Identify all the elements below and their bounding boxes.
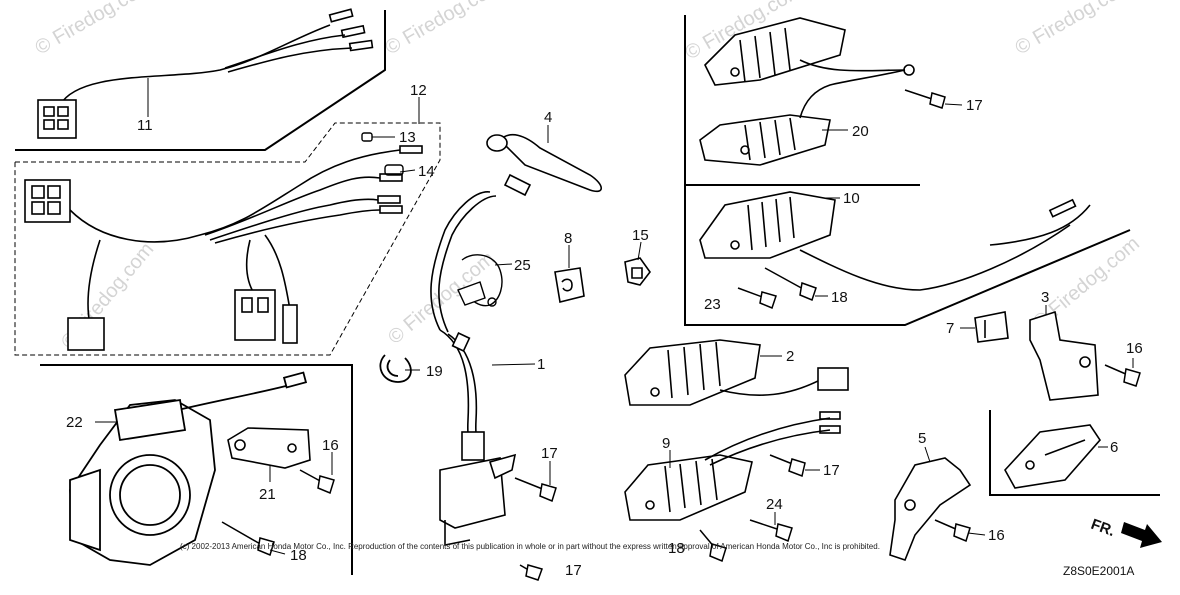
copyright-notice: (c) 2002-2013 American Honda Motor Co., … (180, 542, 880, 551)
callout-8: 8 (564, 230, 572, 247)
watermark: © Firedog.com (1012, 0, 1137, 59)
callout-9: 9 (662, 435, 670, 452)
kit-12-dashed-box (14, 122, 441, 356)
callout-23: 23 (704, 296, 721, 313)
plug-cap-4 (430, 133, 603, 333)
watermark: © Firedog.com (382, 0, 507, 59)
callout-2: 2 (786, 348, 794, 365)
bracket-21 (227, 427, 311, 469)
callout-7: 7 (946, 320, 954, 337)
arrow-icon (1121, 522, 1162, 548)
callout-24: 24 (766, 496, 783, 513)
clamp-19 (379, 354, 412, 383)
bolt-group (221, 89, 1141, 581)
callout-17-top: 17 (966, 97, 983, 114)
front-direction-arrow: FR. (1089, 516, 1162, 548)
ignition-coil-1 (439, 329, 517, 546)
stator-22 (69, 371, 308, 566)
callout-6: 6 (1110, 439, 1118, 456)
callout-18-bottom: 18 (668, 540, 685, 557)
callout-17-bottom: 17 (565, 562, 582, 579)
sleeves-13-14 (361, 132, 404, 176)
harness-11 (37, 8, 374, 139)
callout-18-stator: 18 (290, 547, 307, 564)
coil-9 (624, 411, 841, 521)
coil-2 (624, 339, 849, 406)
front-label: FR. (1089, 516, 1118, 540)
callout-22: 22 (66, 414, 83, 431)
callout-15: 15 (632, 227, 649, 244)
grommet-7 (974, 311, 1009, 343)
callout-19: 19 (426, 363, 443, 380)
callout-5: 5 (918, 430, 926, 447)
diagram-code: Z8S0E2001A (1063, 564, 1134, 578)
callout-25: 25 (514, 257, 531, 274)
section-boundaries (15, 10, 1160, 575)
callout-3: 3 (1041, 289, 1049, 306)
callout-16-bracket: 16 (322, 437, 339, 454)
harness-12 (24, 145, 423, 351)
plate-6 (1004, 424, 1102, 489)
bracket-3 (1029, 310, 1099, 401)
clip-15 (624, 257, 651, 286)
callout-4: 4 (544, 109, 552, 126)
callout-10: 10 (843, 190, 860, 207)
callout-17-coil: 17 (541, 445, 558, 462)
callout-21: 21 (259, 486, 276, 503)
callout-16-bottom: 16 (988, 527, 1005, 544)
callout-1: 1 (537, 356, 545, 373)
callout-17-mid: 17 (823, 462, 840, 479)
callout-12: 12 (410, 82, 427, 99)
callout-13: 13 (399, 129, 416, 146)
callout-16-right: 16 (1126, 340, 1143, 357)
callout-18-mid: 18 (831, 289, 848, 306)
watermark: © Firedog.com (32, 0, 157, 59)
leader-lines (95, 78, 1134, 555)
coil-10 (699, 191, 1091, 291)
callout-numbers: 11 12 13 14 4 8 15 25 19 1 17 22 21 16 1… (66, 82, 1143, 579)
grommet-8 (554, 267, 585, 303)
coil-20 (699, 17, 915, 166)
callout-14: 14 (418, 163, 435, 180)
callout-20: 20 (852, 123, 869, 140)
clip-25 (457, 254, 503, 307)
bracket-5 (889, 457, 972, 561)
callout-11: 11 (137, 117, 153, 134)
